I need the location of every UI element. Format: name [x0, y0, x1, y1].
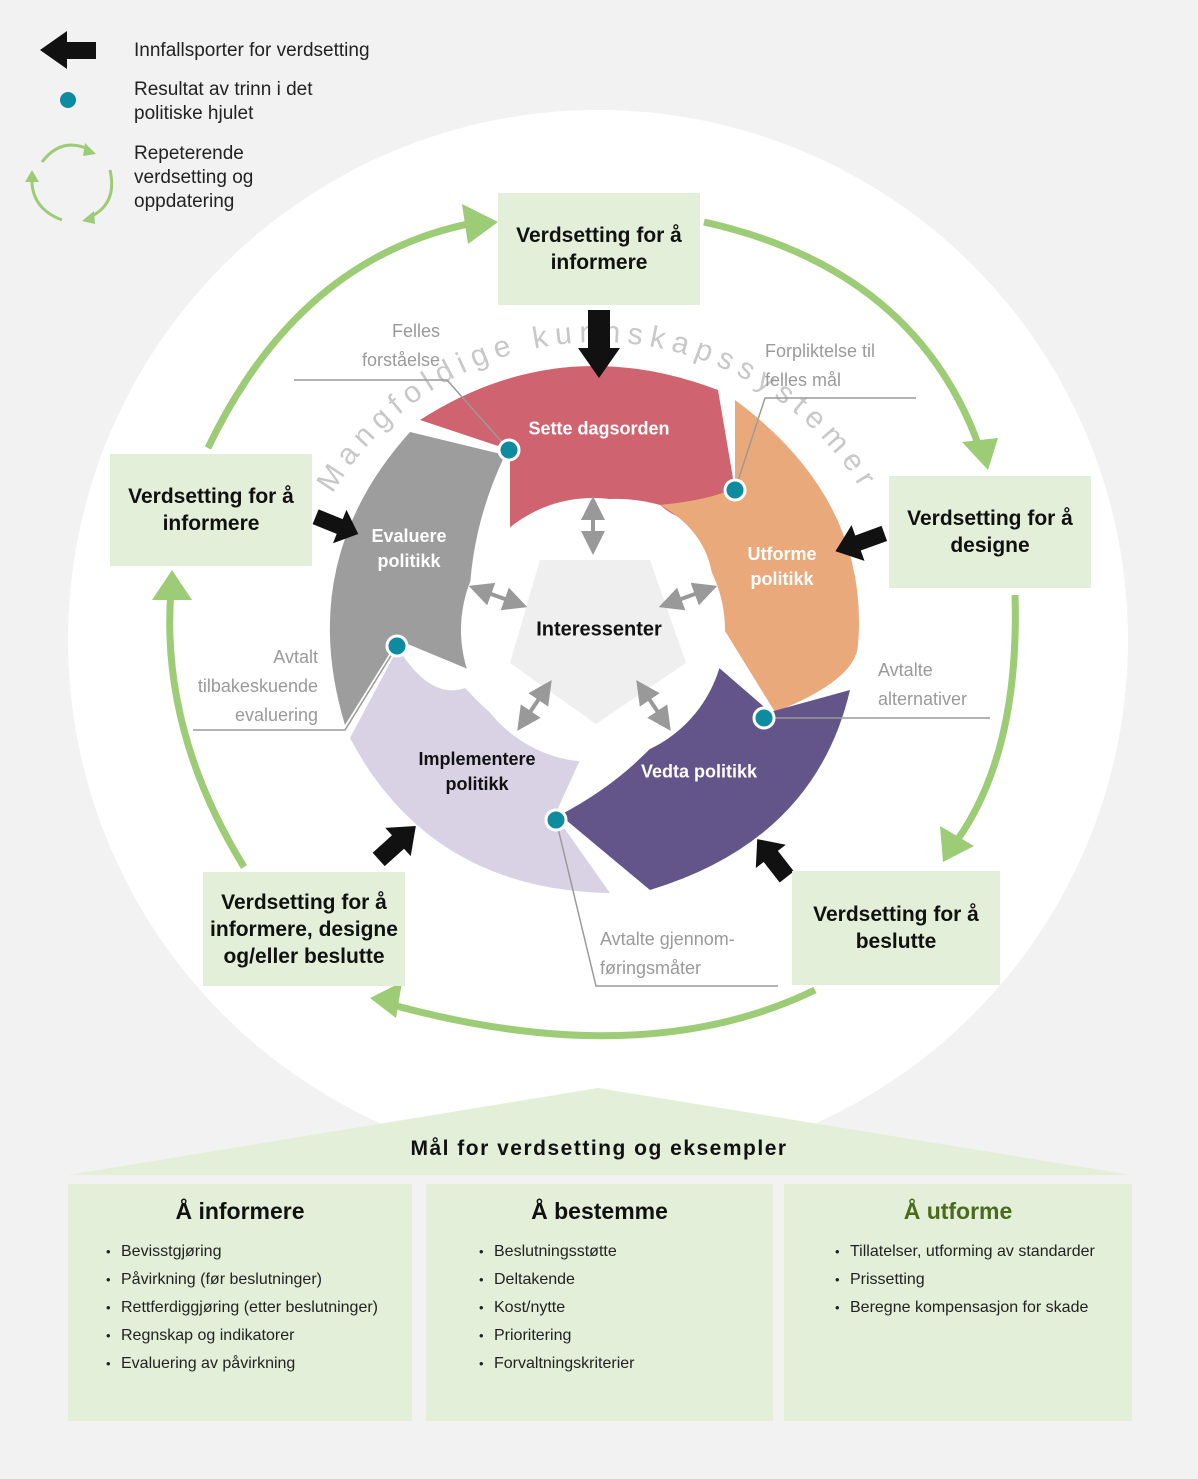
list-item: Rettferdiggjøring (etter beslutninger) — [106, 1294, 378, 1322]
list-item: Beregne kompensasjon for skade — [835, 1294, 1095, 1322]
legend-repeating-label: Repeterende verdsetting og oppdatering — [134, 143, 254, 212]
stakeholder-arrows — [468, 496, 718, 731]
panel-decide-title: Å bestemme — [531, 1198, 668, 1224]
entry-arrow-left — [312, 509, 359, 544]
list-item: Regnskap og indikatorer — [106, 1322, 378, 1350]
panel-inform-list: Bevisstgjøring Påvirkning (før beslutnin… — [106, 1238, 378, 1378]
valuation-box-inform-left: Verdsetting for å informere — [110, 454, 312, 566]
result-dot — [752, 706, 776, 730]
panel-design: Å utforme Tillatelser, utforming av stan… — [784, 1184, 1132, 1421]
list-item: Kost/nytte — [479, 1294, 634, 1322]
goals-title: Mål for verdsetting og eksempler — [410, 1137, 788, 1160]
segment-label-evaluate: Evaluere politikk — [371, 526, 447, 571]
legend-cycle-icon — [30, 143, 114, 222]
result-dots — [385, 438, 776, 832]
cycle-arrowheads — [152, 204, 998, 1018]
list-item: Påvirkning (før beslutninger) — [106, 1266, 378, 1294]
entry-arrow-top — [578, 310, 620, 378]
result-dot — [544, 808, 568, 832]
entry-arrow-bottom-left — [372, 825, 416, 867]
result-leader-lines — [193, 379, 990, 987]
list-item: Evaluering av påvirkning — [106, 1350, 378, 1378]
panel-inform-title: Å informere — [175, 1198, 305, 1224]
result-evaluation: Avtalt tilbakeskuende evaluering — [197, 647, 318, 725]
segment-label-implement: Implementere politikk — [418, 749, 536, 794]
panel-inform: Å informere Bevisstgjøring Påvirkning (f… — [68, 1184, 412, 1421]
result-alternatives: Avtalte alternativer — [878, 660, 968, 709]
segment-implement — [350, 648, 610, 893]
entry-point-arrows — [312, 310, 888, 883]
list-item: Prioritering — [479, 1322, 634, 1350]
goals-header-band — [68, 1088, 1131, 1175]
stakeholders-label: Interessenter — [536, 618, 662, 641]
list-item: Deltakende — [479, 1266, 634, 1294]
repeating-cycle-arrows — [166, 218, 1019, 1040]
segment-label-adopt: Vedta politikk — [640, 761, 758, 782]
valuation-box-inform-top: Verdsetting for å informere — [498, 193, 700, 305]
panel-design-title: Å utforme — [903, 1198, 1013, 1224]
panel-decide-list: Beslutningsstøtte Deltakende Kost/nytte … — [479, 1238, 634, 1378]
valuation-box-design: Verdsetting for å designe — [889, 476, 1091, 588]
panel-design-list: Tillatelser, utforming av standarder Pri… — [835, 1238, 1095, 1322]
list-item: Bevisstgjøring — [106, 1238, 378, 1266]
entry-arrow-bottom-right — [755, 839, 794, 883]
list-item: Forvaltningskriterier — [479, 1350, 634, 1378]
list-item: Beslutningsstøtte — [479, 1238, 634, 1266]
panel-decide: Å bestemme Beslutningsstøtte Deltakende … — [426, 1184, 773, 1421]
legend-result-dot-icon — [60, 92, 76, 108]
list-item: Prissetting — [835, 1266, 1095, 1294]
entry-arrow-right — [835, 525, 888, 561]
legend-black-arrow-icon — [40, 31, 96, 69]
result-dot — [385, 634, 409, 658]
segment-design — [660, 400, 859, 712]
valuation-box-combined: Verdsetting for å informere, designe og/… — [203, 872, 405, 986]
list-item: Tillatelser, utforming av standarder — [835, 1238, 1095, 1266]
valuation-box-decide: Verdsetting for å beslutte — [792, 871, 1000, 985]
result-commitment: Forpliktelse til felles mål — [765, 341, 876, 390]
segment-agenda — [420, 366, 735, 530]
result-dot — [723, 478, 747, 502]
result-implementation: Avtalte gjennom- føringsmåter — [600, 929, 735, 978]
segment-evaluate — [329, 432, 505, 725]
result-dot — [497, 438, 521, 462]
segment-label-agenda: Sette dagsorden — [528, 418, 670, 439]
result-shared-understanding: Felles forståelse — [361, 321, 440, 370]
segment-label-design: Utforme politikk — [747, 544, 817, 589]
legend-entry-points-label: Innfallsporter for verdsetting — [134, 40, 370, 61]
legend-results-label: Resultat av trinn i det politiske hjulet — [134, 79, 313, 124]
